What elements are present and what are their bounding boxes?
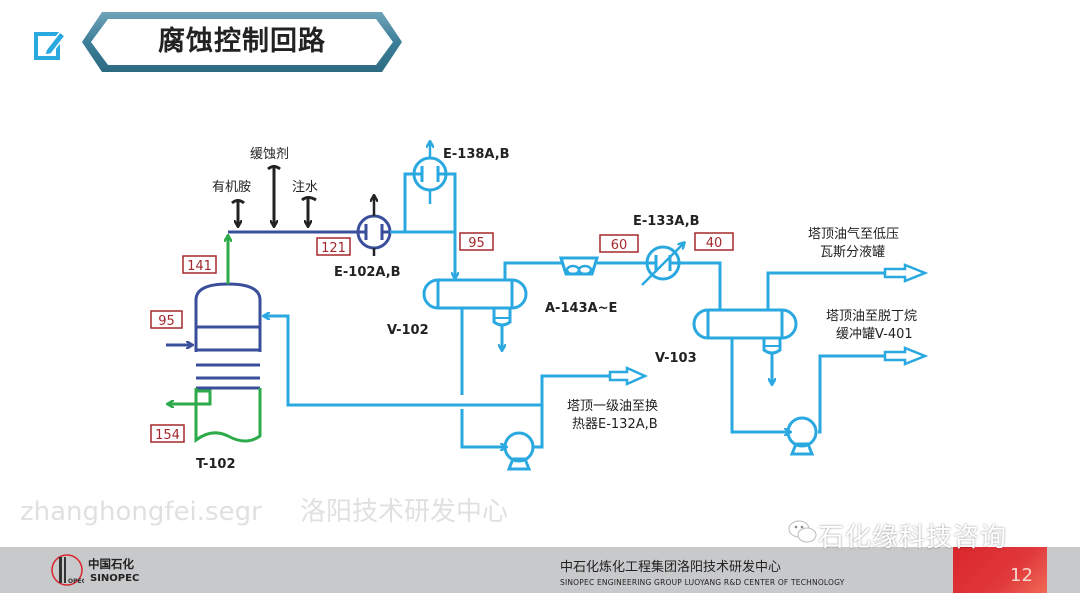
label-amine: 有机胺 [212,180,251,195]
label-inhibitor: 缓蚀剂 [250,147,289,162]
title-frame [82,12,402,72]
temp-tag-95-reflux: 95 [150,310,183,329]
process-flow-diagram: zhanghongfei.segr 洛阳技术研发中心 T-102 [20,0,929,527]
watermark-line-2: 洛阳技术研发中心 [300,497,508,527]
air-cooler-a143[interactable] [558,256,600,276]
pump-v102[interactable] [503,431,535,471]
wechat-icon [788,520,817,543]
wechat-source-watermark: 石化缘科技咨询 [818,523,1008,553]
title-banner: 腐蚀控制回路 [80,10,404,74]
temp-tag-154: 154 [150,424,185,443]
drum-v103[interactable] [692,308,798,384]
svg-text:60: 60 [611,238,628,253]
dest-first-oil-line-2: 热器E-132A,B [572,417,658,432]
svg-text:OPEC: OPEC [68,578,84,585]
footer-org-chinese: 中石化炼化工程集团洛阳技术研发中心 [560,560,782,575]
label-e138: E-138A,B [443,147,510,162]
footer-red-block [953,547,1047,593]
temp-tag-60: 60 [599,234,639,253]
svg-text:121: 121 [321,241,346,256]
temp-tag-40: 40 [694,232,734,251]
stream-gas-out [766,263,929,310]
edit-icon [34,30,67,60]
watermark: zhanghongfei.segr 洛阳技术研发中心 [20,497,508,527]
label-v102: V-102 [387,323,429,338]
page-title: 腐蚀控制回路 [158,26,326,57]
label-a143: A-143A~E [545,301,617,316]
page-number: 12 [1010,565,1033,586]
label-t102: T-102 [196,457,236,472]
dest-first-oil-line-1: 塔顶一级油至换 [567,399,658,414]
temp-tag-95: 95 [459,232,494,251]
dest-gas-line-2: 瓦斯分液罐 [820,245,885,260]
injection-water[interactable] [301,196,317,227]
footer-bar [0,547,1080,593]
temp-tag-121: 121 [316,237,351,256]
sinopec-logo-icon: OPEC [51,554,84,586]
dest-gas-line-1: 塔顶油气至低压 [808,226,899,242]
label-e102: E-102A,B [334,265,401,280]
stream-v103-oil [730,338,929,432]
label-v103: V-103 [655,351,697,366]
label-e133: E-133A,B [633,214,700,229]
dest-oil-line-1: 塔顶油至脱丁烷 [826,309,917,324]
injection-inhibitor[interactable] [267,165,281,226]
svg-text:95: 95 [158,314,175,329]
svg-text:40: 40 [706,236,723,251]
logo-english: SINOPEC [90,573,140,584]
dest-oil-line-2: 缓冲罐V-401 [836,327,913,342]
svg-text:154: 154 [155,428,180,443]
logo-chinese: 中国石化 [88,557,134,571]
watermark-line-1: zhanghongfei.segr [20,497,262,527]
tower-t102[interactable] [166,236,262,443]
exchanger-e133[interactable] [641,243,684,286]
exchanger-e102[interactable] [356,196,392,256]
pump-v103[interactable] [786,416,818,456]
drum-v102[interactable] [422,278,528,350]
svg-text:141: 141 [187,259,212,274]
svg-text:95: 95 [468,236,485,251]
footer-org-english: SINOPEC ENGINEERING GROUP LUOYANG R&D CE… [560,578,845,587]
exchanger-e138[interactable] [403,142,457,232]
temp-tag-141: 141 [182,255,217,274]
stream-v102-oil [264,308,649,447]
label-water: 注水 [292,180,318,195]
injection-amine[interactable] [231,199,245,226]
